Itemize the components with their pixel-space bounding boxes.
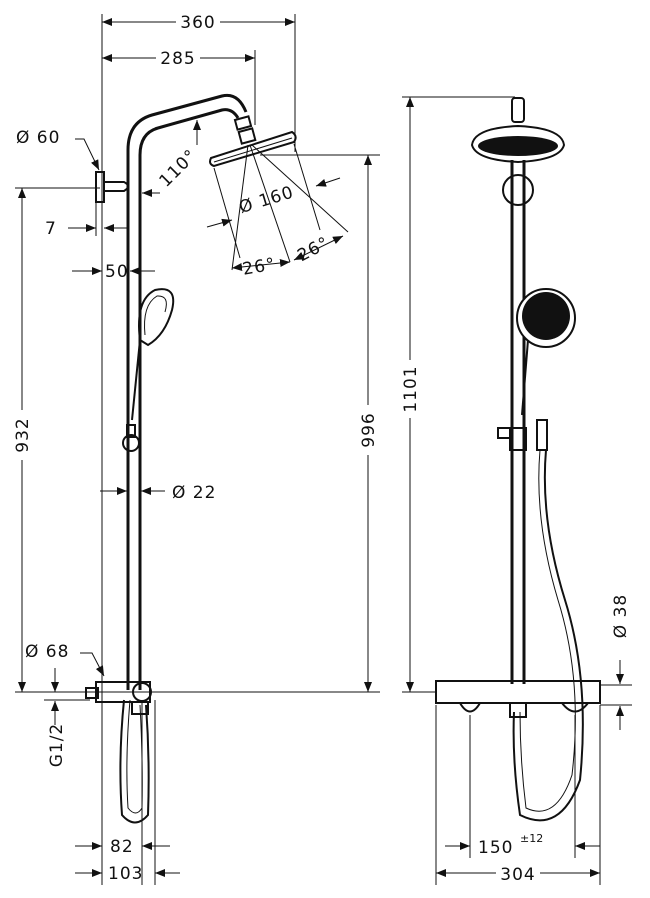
dim-label-1101: 1101	[401, 365, 421, 412]
dim-label-mixer-diameter: Ø 68	[25, 642, 69, 662]
dim-label-arm-angle: 110°	[156, 146, 202, 192]
dim-label-spray-angle-right: 26°	[294, 233, 333, 266]
dim-label-inlet-tolerance: ±12	[520, 832, 543, 845]
dim-label-932: 932	[13, 417, 33, 452]
dim-label-7: 7	[45, 219, 57, 239]
dim-label-50: 50	[105, 262, 129, 282]
wall-bracket	[95, 171, 105, 203]
dim-label-996: 996	[359, 412, 379, 447]
dim-label-bracket-diameter: Ø 60	[16, 128, 60, 148]
dim-label-head-diameter: Ø 160	[237, 182, 297, 218]
hand-shower-icon	[138, 288, 175, 347]
dim-label-285: 285	[160, 49, 195, 69]
front-view: 1101 Ø 38 1	[400, 96, 632, 885]
slider	[122, 434, 140, 452]
dim-label-mixer-height: Ø 38	[611, 594, 631, 638]
dim-label-360: 360	[180, 13, 215, 33]
dim-label-spray-angle-left: 26°	[241, 254, 277, 279]
dim-label-inlet-spacing: 150	[478, 838, 513, 858]
side-view: 360 285 Ø 160 26° 26° 110° Ø 60	[12, 12, 380, 885]
overhead-shower-icon	[209, 130, 297, 168]
dim-label-thread: G1/2	[47, 723, 67, 768]
dim-label-pipe-diameter: Ø 22	[172, 483, 216, 503]
dim-label-304: 304	[500, 865, 535, 885]
dim-label-82: 82	[110, 837, 134, 857]
shower-pipe	[126, 93, 248, 690]
dim-label-103: 103	[108, 864, 143, 884]
